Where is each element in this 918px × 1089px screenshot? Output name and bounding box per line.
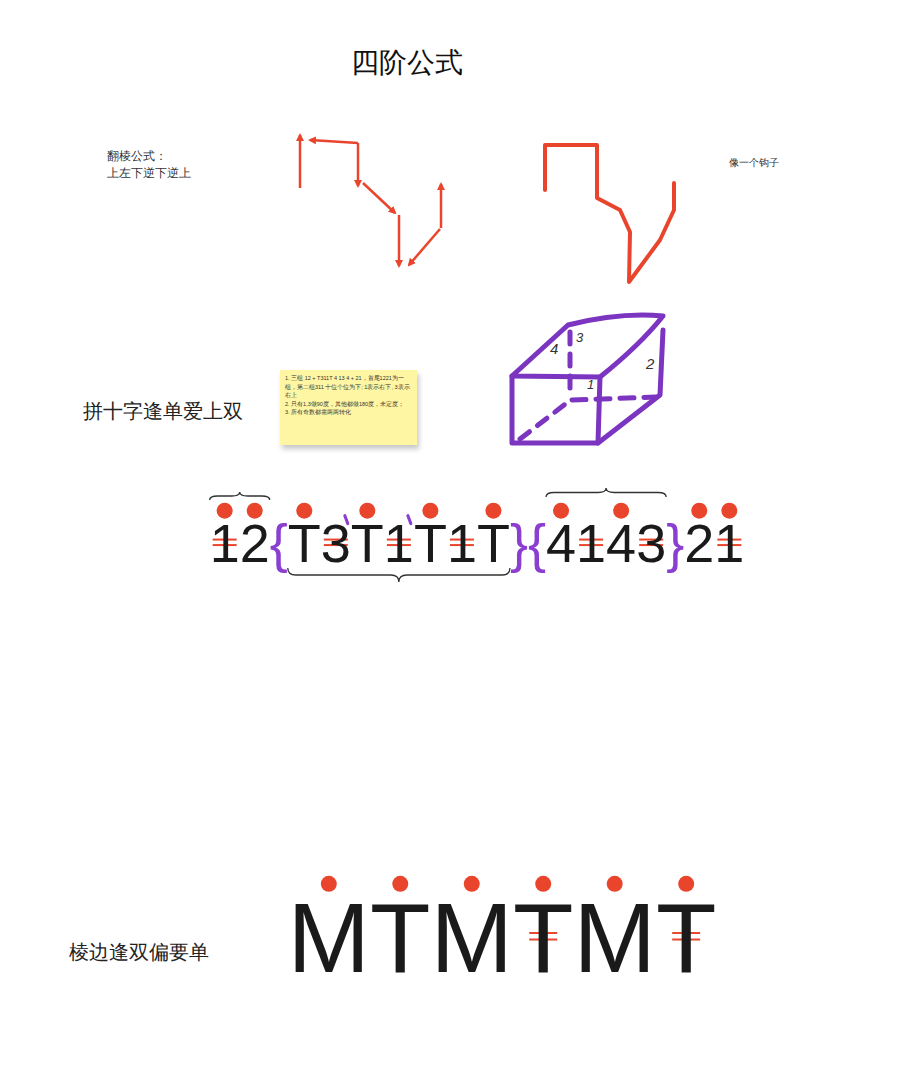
- brace-mark: [210, 492, 270, 500]
- arrow-path: [300, 135, 441, 266]
- note-text: 1. 三组 12 + T311T 4 13 4 + 21，首尾1221为一组，第…: [285, 374, 412, 400]
- page-title: 四阶公式: [351, 46, 463, 80]
- hook-sketch: [545, 145, 674, 282]
- rule-text: 棱边逢双偏要单: [69, 940, 209, 964]
- note-text: 上左下逆下逆上: [107, 166, 191, 180]
- note-text: 像一个钩子: [729, 157, 779, 169]
- face-number: 4: [550, 340, 558, 358]
- face-number: 3: [576, 330, 583, 346]
- move-formula: MTMTMT: [288, 888, 717, 987]
- note-text: 2. 只有1,3做90度，其他都做180度，未定度；: [285, 400, 412, 409]
- rule-text: 拼十字逢单爱上双: [83, 399, 243, 423]
- move-formula: 12{T3T1T1T}{4143}21: [210, 516, 745, 570]
- cube-sketch: [512, 315, 663, 443]
- note-text: 翻棱公式：: [107, 149, 167, 163]
- face-number: 2: [646, 355, 654, 373]
- brace-mark: [546, 488, 666, 497]
- face-number: 1: [587, 377, 594, 393]
- sticky-note: 1. 三组 12 + T311T 4 13 4 + 21，首尾1221为一组，第…: [280, 370, 417, 445]
- note-text: 3. 所有奇数都需两两转化: [285, 408, 412, 417]
